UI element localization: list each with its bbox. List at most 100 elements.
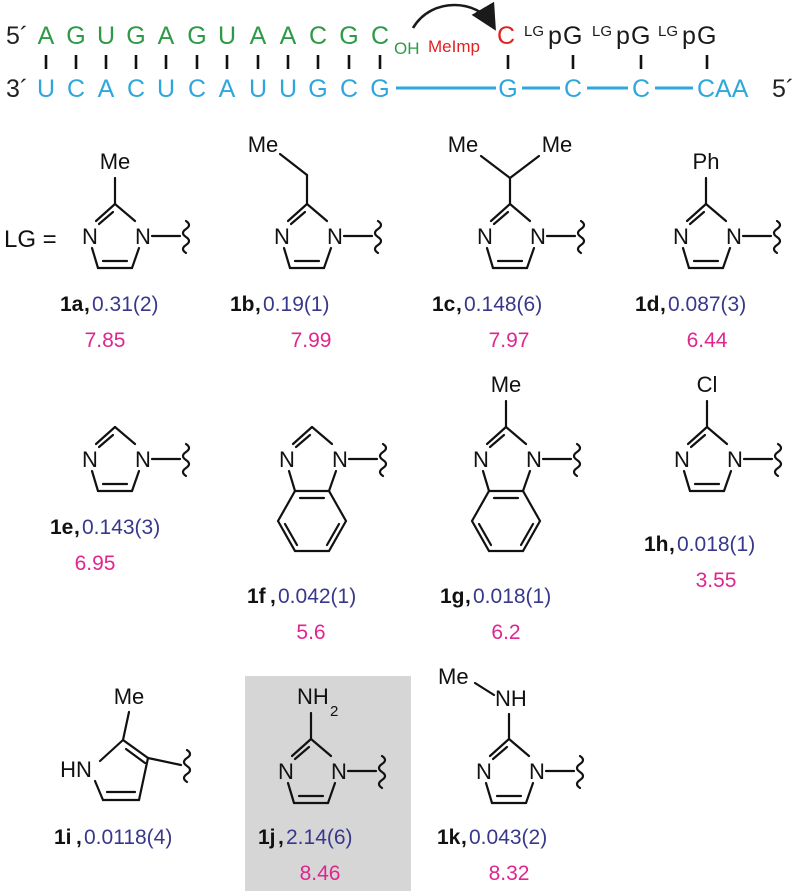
pka-1a: 7.85 (85, 329, 126, 352)
template-base: A (98, 75, 115, 103)
bond (293, 745, 311, 761)
bond (525, 246, 536, 270)
compound-id-1h: 1h (644, 533, 669, 556)
substituent-subscript: 2 (330, 703, 338, 720)
ring-nitrogen: N (331, 759, 347, 784)
substituent-label: Me (491, 372, 522, 397)
structure-1h: Cl N N 1h , 0.018(1) 3.55 (644, 372, 783, 592)
bond (473, 681, 496, 697)
pka-1j: 8.46 (300, 862, 341, 885)
helper-phosphate: p (616, 22, 630, 50)
template-base: G (308, 75, 327, 103)
compound-id-1k: 1k (437, 826, 461, 849)
compound-id-1j: 1j (258, 826, 276, 849)
structure-1i: Me HN 1i , 0.0118(4) (54, 684, 192, 849)
wavy-bond (575, 754, 585, 790)
rate-1c: 0.148(6) (464, 293, 542, 316)
structure-1e: N N 1e , 0.143(3) 6.95 (50, 425, 191, 575)
activated-monomer-base: C (497, 22, 515, 50)
bond (94, 425, 117, 446)
ring-nitrogen: N (332, 447, 348, 472)
bond (310, 425, 334, 446)
template-base: C (564, 75, 582, 103)
bond (286, 202, 309, 223)
bond (488, 433, 506, 449)
bond (121, 738, 150, 760)
template-base: U (37, 75, 55, 103)
template-tail: CAA (697, 75, 749, 103)
bond (97, 433, 115, 449)
ring-nitrogen: N (674, 447, 690, 472)
attack-arrow (411, 1, 496, 31)
bond (504, 425, 528, 446)
bond (479, 154, 512, 180)
primer-base: G (187, 22, 206, 50)
bond (287, 469, 297, 493)
compound-id-1f: 1f (247, 585, 267, 608)
wavy-bond (378, 442, 388, 478)
helper-phosphate: p (548, 22, 562, 50)
compound-id-1c: 1c (432, 293, 456, 316)
template-base: G (498, 75, 517, 103)
id-comma: , (456, 293, 462, 316)
ring-nitrogen: N (135, 447, 151, 472)
rate-1h: 0.018(1) (677, 533, 755, 556)
bond (322, 246, 333, 270)
helper-lg: LG (592, 23, 612, 40)
bond (481, 469, 491, 493)
rate-1d: 0.087(3) (668, 293, 746, 316)
bond (326, 781, 337, 805)
ring-nitrogen: N (673, 224, 689, 249)
compound-id-1d: 1d (635, 293, 660, 316)
primer-base: G (66, 22, 85, 50)
id-comma: , (465, 585, 471, 608)
bond (309, 737, 333, 758)
wavy-bond (572, 442, 582, 478)
id-comma: , (461, 826, 467, 849)
bond (146, 756, 183, 767)
primer-strand: A G U G A G U A A C G C OH (38, 22, 420, 58)
bond (124, 747, 147, 765)
substituent-label: Cl (697, 372, 718, 397)
substituent-label: Ph (693, 149, 720, 174)
bond (98, 738, 125, 763)
rna-duplex: 5´ 3´ A G U G A G U A A C G C OH (6, 1, 794, 103)
ring-nitrogen: N (274, 224, 290, 249)
bond (137, 756, 150, 802)
id-comma: , (255, 293, 261, 316)
benzene-ring (470, 489, 542, 553)
pka-1f: 5.6 (296, 621, 325, 644)
primer-base: G (126, 22, 145, 50)
structure-1d: Ph N N 1d , 0.087(3) 6.44 (635, 149, 782, 352)
helper-base: G (563, 22, 582, 50)
primer-3prime-oh: OH (394, 39, 420, 58)
bond (688, 210, 706, 226)
bond (492, 210, 510, 226)
helper-lg: LG (524, 23, 544, 40)
structure-1c: Me Me N N 1c , 0.148(6) 7.97 (432, 132, 586, 352)
ring-nitrogen: N (727, 447, 743, 472)
structure-1j: NH 2 N N 1j , 2.14(6) 8.46 (258, 684, 387, 885)
wavy-bond (181, 219, 191, 255)
pka-1g: 6.2 (491, 621, 520, 644)
activated-trinucleotide: MeImp C LG p G LG p G LG p G (428, 22, 716, 56)
highlight-box-1j (245, 676, 411, 891)
primer-base: A (280, 22, 297, 50)
bond (113, 425, 137, 446)
bond (94, 202, 117, 223)
template-base: C (340, 75, 358, 103)
primer-base: A (250, 22, 267, 50)
rate-1e: 0.143(3) (82, 516, 160, 539)
bond (507, 737, 531, 758)
primer-five-prime-label: 5´ (6, 22, 28, 50)
structure-1b: Me N N 1b , 0.19(1) 7.99 (230, 132, 383, 352)
ring-nitrogen: N (279, 447, 295, 472)
pka-1c: 7.97 (489, 329, 530, 352)
bond (489, 202, 512, 223)
rate-1k: 0.043(2) (469, 826, 547, 849)
helper-base: G (697, 22, 716, 50)
bond (283, 522, 299, 547)
bond (97, 210, 115, 226)
template-strand: U C A C U C A U U G C G G C C CAA 5´ (37, 75, 794, 103)
template-base: U (249, 75, 267, 103)
